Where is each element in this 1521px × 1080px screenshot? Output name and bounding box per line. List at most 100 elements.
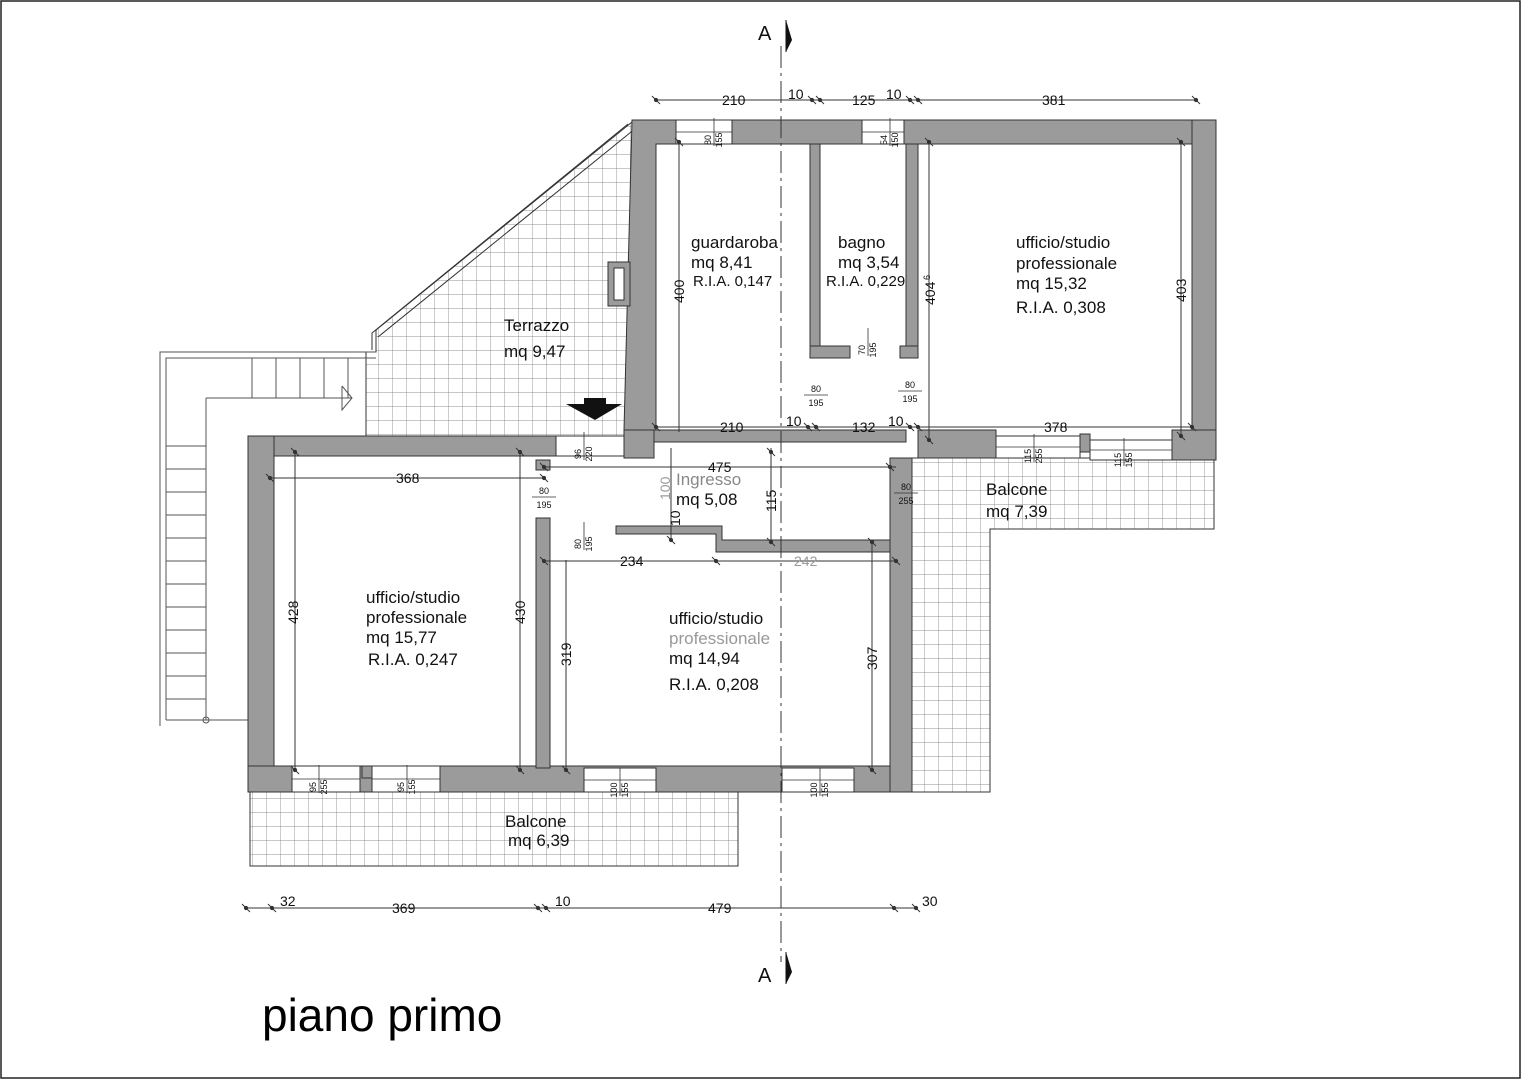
- dim-tick-dot: [1178, 433, 1184, 439]
- dim-top-5: 381: [1042, 92, 1066, 108]
- opening-height: 155: [714, 132, 724, 147]
- room-ingresso-name: Ingresso: [676, 470, 741, 489]
- dim-mid-3: 132: [852, 419, 876, 435]
- dim-tick-dot: [869, 539, 875, 545]
- dim-tick-dot: [915, 424, 921, 430]
- dim-tick-dot: [653, 424, 659, 430]
- dim-bottom-3: 10: [555, 893, 571, 909]
- dim-lower-2: 242: [794, 553, 818, 569]
- section-label-bottom: A: [758, 965, 772, 987]
- opening-width: 115: [1023, 449, 1033, 463]
- dim-tick-dot: [535, 905, 541, 911]
- room-guardaroba-area: mq 8,41: [691, 253, 752, 272]
- dim-top-1: 210: [722, 92, 746, 108]
- dim-h-ingresso-a: 100: [657, 476, 673, 500]
- room-ufficio-ne-name2: professionale: [1016, 254, 1117, 273]
- dim-row-mid: 210 10 132 10 378: [720, 413, 1068, 435]
- dim-tick-dot: [243, 905, 249, 911]
- dim-mid-2: 10: [786, 413, 802, 429]
- opening-height: 155: [1124, 452, 1134, 467]
- opening-lines: [292, 131, 1172, 781]
- opening-width: 80: [905, 380, 915, 390]
- dim-tick-dot: [768, 449, 774, 455]
- dim-h-ufficio-ne-e: 403: [1173, 278, 1189, 302]
- dim-tick-dot: [541, 464, 547, 470]
- dim-h-guardaroba: 400: [671, 279, 687, 303]
- dim-tick-dot: [893, 558, 899, 564]
- opening-height: 150: [890, 132, 900, 147]
- room-guardaroba-name: guardaroba: [691, 233, 779, 252]
- opening-width: 100: [609, 782, 619, 797]
- dim-bottom-4: 479: [708, 900, 732, 916]
- dim-tick-dot: [869, 767, 875, 773]
- room-balcone-s-name: Balcone: [505, 812, 566, 831]
- dim-h-ufficio-sw-w: 428: [285, 600, 301, 624]
- dim-tick-dot: [809, 97, 815, 103]
- dim-tick-dot: [517, 449, 523, 455]
- opening-width: 70: [857, 345, 867, 355]
- balcone-south-area: [249, 789, 739, 867]
- room-guardaroba-ria: R.I.A. 0,147: [693, 273, 772, 290]
- room-ufficio-sw-area: mq 15,77: [366, 628, 437, 647]
- opening-width: 100: [809, 782, 819, 797]
- room-ufficio-ne-ria: R.I.A. 0,308: [1016, 298, 1106, 317]
- opening-height: 155: [820, 782, 830, 797]
- opening-height: 220: [584, 446, 594, 461]
- dim-tick-dot: [653, 97, 659, 103]
- opening-width: 54: [879, 135, 889, 145]
- dim-tick-dot: [267, 475, 273, 481]
- entrance-arrow-icon: [566, 398, 622, 420]
- dim-bottom-5: 30: [922, 893, 938, 909]
- drawing-title: piano primo: [262, 989, 502, 1041]
- room-ufficio-s-name2: professionale: [669, 629, 770, 648]
- dim-tick-dot: [292, 449, 298, 455]
- dim-tick-dot: [891, 905, 897, 911]
- room-ufficio-ne-name1: ufficio/studio: [1016, 233, 1110, 252]
- room-ufficio-sw-ria: R.I.A. 0,247: [368, 650, 458, 669]
- opening-height: 255: [319, 779, 329, 794]
- dim-tick-dot: [1178, 139, 1184, 145]
- dim-tick-dot: [292, 767, 298, 773]
- opening-width: 115: [1113, 453, 1123, 467]
- dim-tick-dot: [817, 97, 823, 103]
- opening-width: 95: [396, 782, 406, 792]
- exterior-stair: [159, 351, 376, 726]
- dim-tick-dot: [907, 97, 913, 103]
- dim-mid-5: 378: [1044, 419, 1068, 435]
- opening-height: 195: [536, 500, 551, 510]
- dim-tick-dot: [1189, 424, 1195, 430]
- dim-tick-dot: [915, 97, 921, 103]
- opening-width: 80: [901, 482, 911, 492]
- dim-tick-dot: [541, 475, 547, 481]
- dim-tick-dot: [563, 767, 569, 773]
- room-bagno-area: mq 3,54: [838, 253, 899, 272]
- opening-width: 80: [811, 384, 821, 394]
- dim-top-3: 125: [852, 92, 876, 108]
- dim-row-top: 210 10 125 10 381: [722, 86, 1066, 108]
- room-bagno-ria: R.I.A. 0,229: [826, 273, 905, 290]
- terrazzo-parapet: [371, 123, 637, 350]
- room-ufficio-s-name1: ufficio/studio: [669, 609, 763, 628]
- opening-height: 155: [407, 779, 417, 794]
- room-ufficio-s-ria: R.I.A. 0,208: [669, 675, 759, 694]
- opening-height: 255: [898, 496, 913, 506]
- dim-h-ufficio-ne-w: 404: [922, 281, 938, 305]
- dim-h-ufficio-s-e: 307: [864, 646, 880, 670]
- section-line: [780, 20, 792, 984]
- dim-h-ingresso-c: 115: [763, 489, 779, 512]
- dim-tick-dot: [907, 424, 913, 430]
- room-balcone-s-area: mq 6,39: [508, 831, 569, 850]
- dimension-lines: [241, 95, 1201, 913]
- opening-height: 155: [620, 782, 630, 797]
- opening-height: 195: [584, 536, 594, 551]
- dim-tick-dot: [926, 139, 932, 145]
- dim-mid-1: 210: [720, 419, 744, 435]
- room-ufficio-sw-name2: professionale: [366, 608, 467, 627]
- room-ufficio-s-area: mq 14,94: [669, 649, 740, 668]
- dim-tick-dot: [543, 905, 549, 911]
- opening-height: 255: [1034, 448, 1044, 463]
- opening-width: 96: [573, 449, 583, 459]
- dim-tick-dot: [676, 139, 682, 145]
